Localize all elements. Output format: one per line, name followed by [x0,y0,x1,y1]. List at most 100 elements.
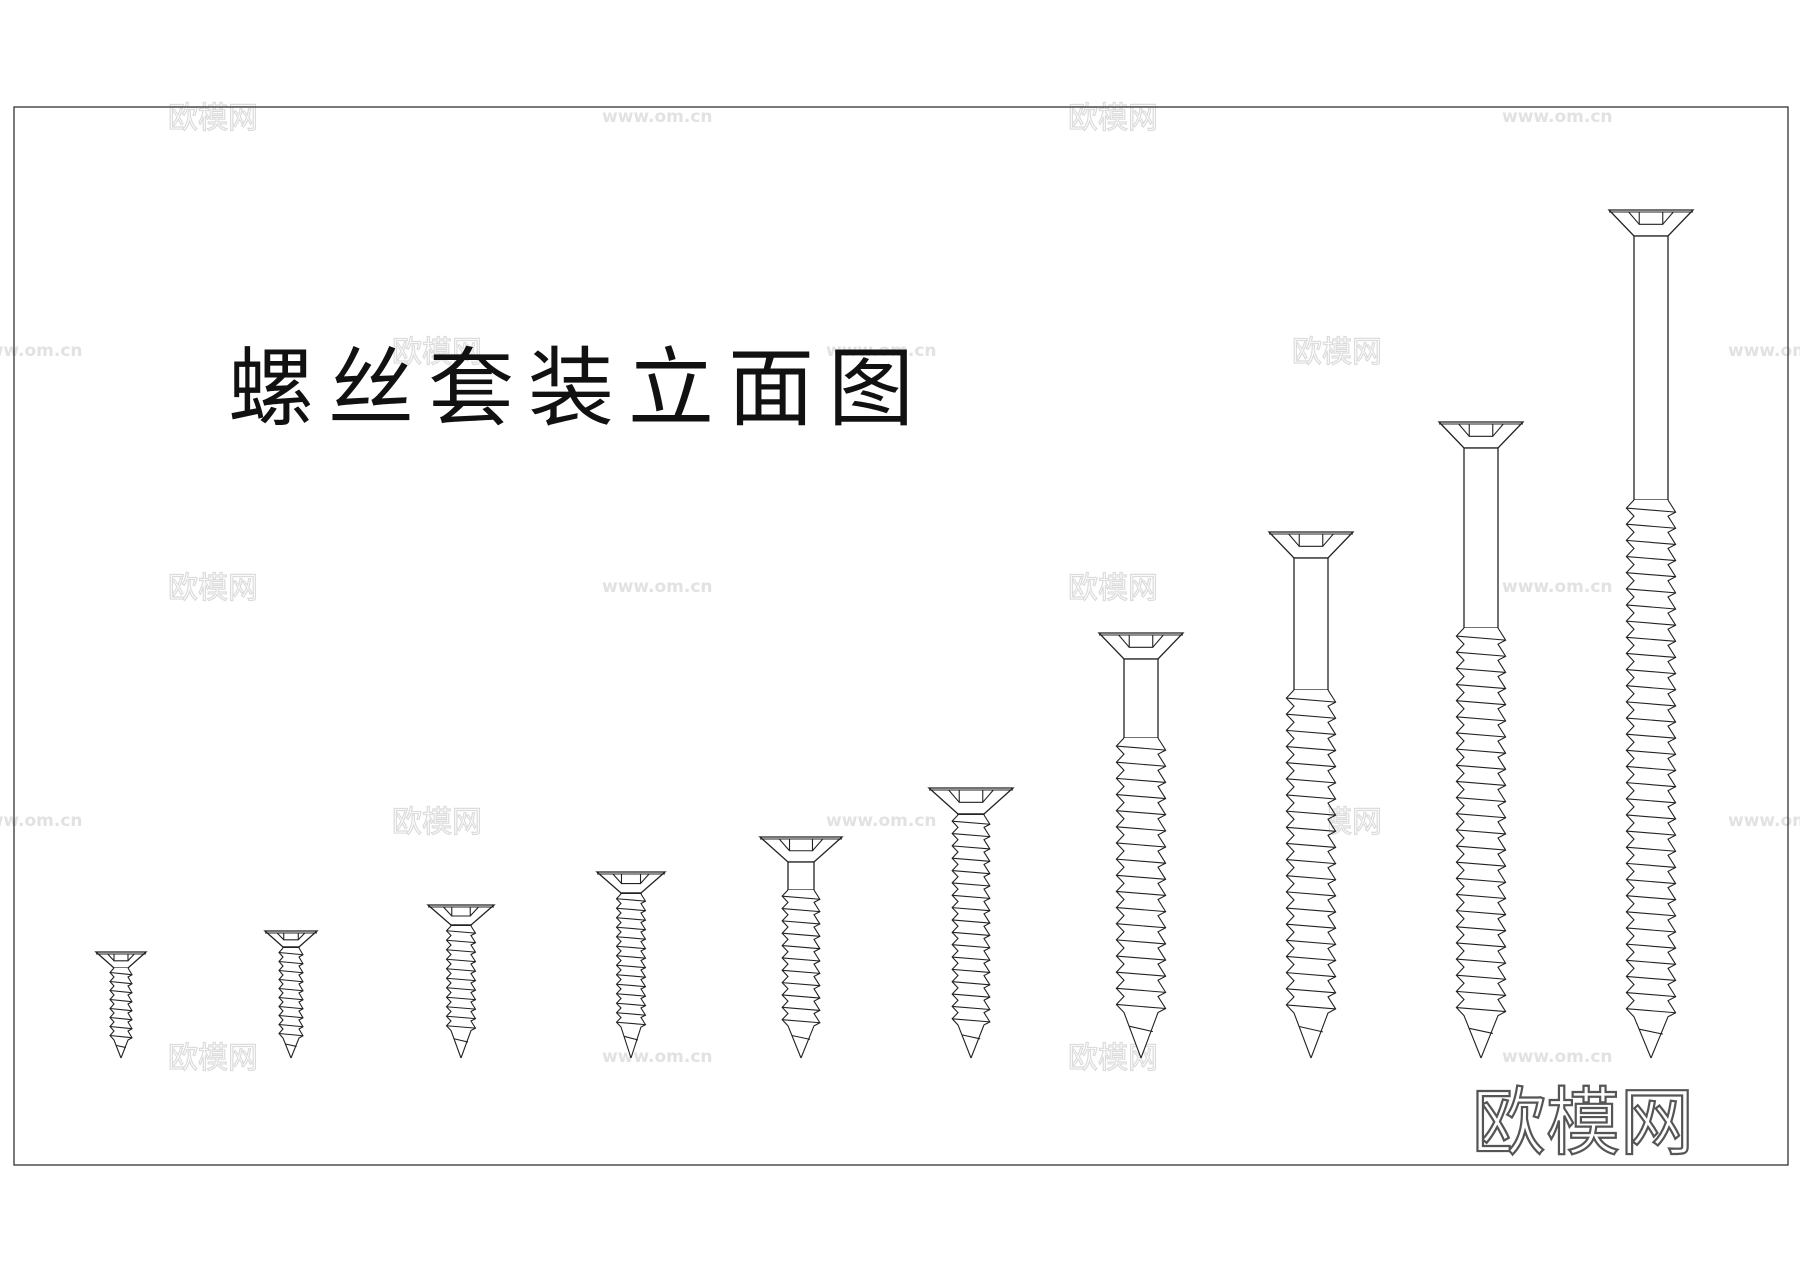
screw-7 [1097,632,1185,1059]
watermark-text: 欧模网 [168,571,258,606]
screw-core [1634,500,1668,1058]
watermark-url: www.om.cn [602,577,713,597]
screw-shank [282,946,300,949]
screw-shank [1463,447,1499,629]
screw-thread-left [109,967,122,1059]
screw-6 [927,787,1015,1059]
screw-shank [957,813,985,816]
watermark-url: www.om.cn [1502,107,1613,127]
screw-tip-thread [285,1043,297,1047]
screw-drive-recess [107,953,135,962]
watermark-url: www.om.cn [1728,341,1800,361]
screw-head [1437,421,1525,449]
screw-thread-right [1140,737,1167,1059]
screw-10 [1607,209,1695,1059]
screw-8 [1267,531,1355,1059]
screw-drive-recess [1288,533,1334,547]
screw-thread-lines [278,951,304,1037]
screw-thread-right [120,967,133,1059]
screw-thread-left [1285,689,1312,1059]
watermark-url: www.om.cn [0,811,83,831]
screw-thread-left [1455,627,1482,1059]
screw-thread-right [970,814,991,1059]
screw-thread-right [1650,499,1677,1059]
screw-core [283,948,299,1058]
screw-thread-lines [1626,507,1676,1014]
screw-head [758,836,844,863]
screw-shank [1633,235,1669,501]
screw-head [1607,209,1695,237]
screw-set [94,209,1695,1059]
screw-head [1267,531,1355,559]
watermark-text: 欧模网 [168,101,258,136]
screw-tip-thread [961,1034,981,1040]
watermark-text: 欧模网 [168,1041,258,1076]
screw-shank [1123,658,1159,739]
screw-drive-recess [948,789,994,803]
watermark-url: www.om.cn [1502,1047,1613,1067]
screw-drive-recess [276,932,306,941]
watermark-text: 欧模网 [392,805,482,840]
screw-5 [758,836,844,1059]
screw-thread-left [615,893,632,1059]
screw-head [595,871,667,894]
screw-shank [450,924,472,927]
watermark-url: www.om.cn [0,341,83,361]
drawing-frame [13,106,1789,1166]
watermark-text: 欧模网 [1292,335,1382,370]
screw-core [451,926,471,1058]
watermark-url: www.om.cn [826,341,937,361]
screw-thread-right [1480,627,1507,1059]
screw-thread-left [278,947,292,1059]
watermark-text: 欧模网 [1068,571,1158,606]
screw-4 [595,871,667,1059]
screw-drive-recess [1458,423,1504,437]
screw-core [114,968,128,1058]
screw-thread-lines [952,820,990,1023]
screw-2 [263,930,319,1059]
screw-thread-right [800,889,821,1059]
watermark-text: 欧模网 [1068,101,1158,136]
screw-thread-lines [446,930,476,1029]
screw-thread-left [445,925,462,1059]
screw-shank [620,892,642,895]
logo-mark: 欧模网 [1472,1080,1694,1166]
screw-thread-right [290,947,304,1059]
screw-tip-thread [1638,1028,1664,1035]
screw-3 [426,904,496,1059]
screw-core [788,890,814,1058]
screw-1 [94,951,148,1059]
screw-core [1124,738,1158,1058]
watermark-url: www.om.cn [1502,577,1613,597]
screw-core [1294,690,1328,1058]
screw-tip-thread [1128,1025,1154,1033]
screw-drive-recess [778,838,824,852]
screw-tip-thread [623,1035,639,1041]
watermark-url: www.om.cn [1728,811,1800,831]
watermark-url: www.om.cn [602,107,713,127]
screw-thread-left [1625,499,1652,1059]
screw-drive-recess [1118,634,1164,648]
screw-thread-left [1115,737,1142,1059]
screw-drive-recess [443,906,479,917]
screw-core [958,815,984,1058]
screw-thread-lines [1286,697,1336,1010]
screw-thread-left [951,814,972,1059]
screw-thread-lines [109,971,133,1039]
screw-thread-lines [1116,745,1166,1010]
screw-thread-lines [616,898,646,1026]
screw-thread-lines [1456,635,1506,1013]
screw-shank [1293,557,1329,691]
screw-thread-lines [782,895,820,1024]
watermark-text: 欧模网 [392,335,482,370]
screw-head [927,787,1015,815]
screw-tip-thread [1468,1027,1494,1034]
screw-tip-thread [1298,1025,1324,1033]
screw-drive-recess [1628,211,1674,225]
screw-drive-recess [612,873,650,885]
screw-9 [1437,421,1525,1059]
watermark-url: www.om.cn [602,1047,713,1067]
screw-thread-right [630,893,647,1059]
